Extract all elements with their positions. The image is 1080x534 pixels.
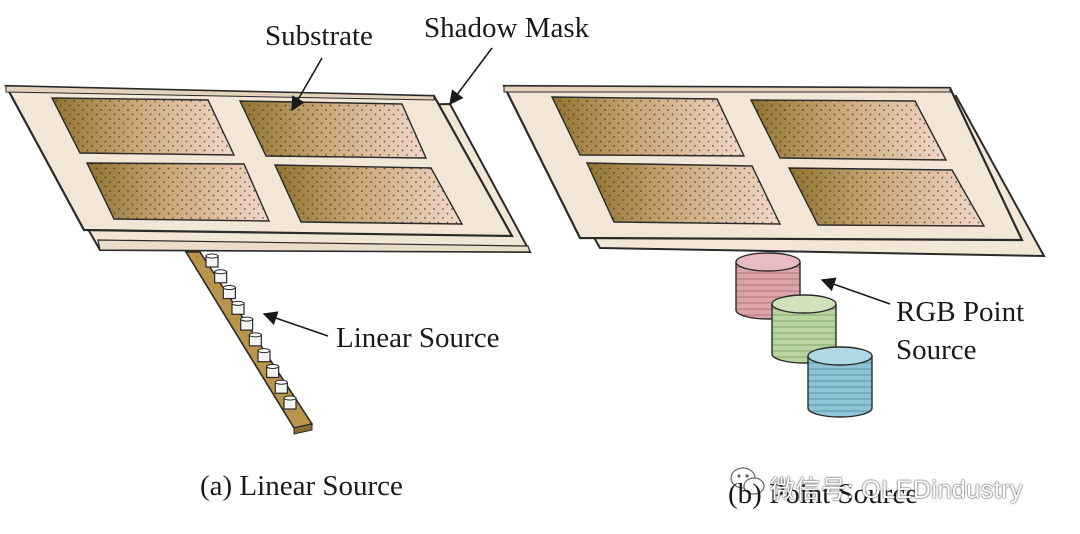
nozzle-top [214,269,228,275]
nozzle-top [205,253,219,259]
substrate-edge-a [5,85,435,101]
rgb-point-source-label-line1: RGB Point [896,296,1025,328]
substrate-label: Substrate [265,20,373,52]
watermark-text: 微信号: OLEDindustry [770,476,1024,504]
rgb-point-source-arrow [820,277,891,305]
nozzle-top [266,363,280,369]
assembly-a [4,47,532,435]
nozzle-top [240,316,254,322]
blue-source-cylinder [807,346,873,418]
rgb-point-source-label-line2: Source [896,334,977,366]
nozzle-top [248,332,262,338]
caption-a: (a) Linear Source [200,470,403,502]
linear-source-nozzles [205,253,297,410]
green-source-cylinder [771,294,837,364]
nozzle-top [231,300,245,306]
shadow-mask-edge-a [97,239,531,253]
nozzle-top [283,395,297,401]
shadow-mask-arrow [449,47,493,106]
linear-source-arrow [262,311,329,337]
shadow-mask-label: Shadow Mask [424,12,590,44]
substrate-arrow [291,57,323,112]
substrate-edge-b [503,85,951,93]
wechat-icon [730,467,765,495]
nozzle-top [257,348,271,354]
caption-b: (b) Point Source [728,478,919,510]
assembly-b [502,84,1046,418]
linear-source-label: Linear Source [336,322,500,354]
rgb-point-source [735,252,873,418]
display-panels-b [550,96,986,227]
nozzle-top [222,285,236,291]
nozzle-top [274,379,288,385]
display-panels-a [50,97,464,225]
